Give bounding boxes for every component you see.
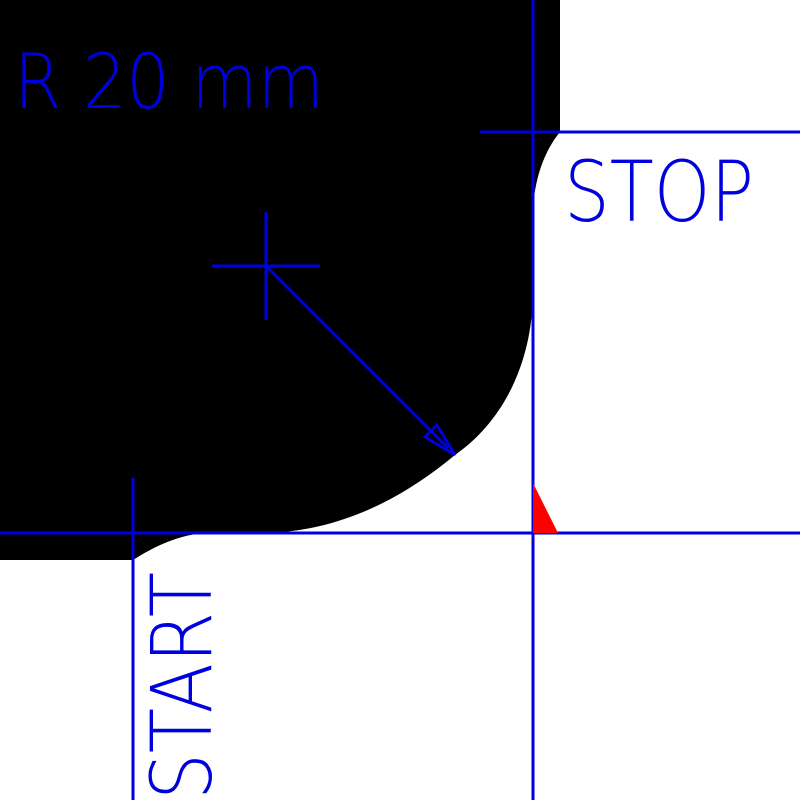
radius-arrow-head bbox=[422, 422, 457, 457]
radius-label: R 20 mm bbox=[14, 37, 324, 126]
corner-marker-triangle bbox=[533, 483, 558, 533]
radius-arrow-shaft bbox=[264, 264, 450, 450]
stop-label: STOP bbox=[564, 143, 754, 241]
start-label: START bbox=[133, 572, 231, 800]
